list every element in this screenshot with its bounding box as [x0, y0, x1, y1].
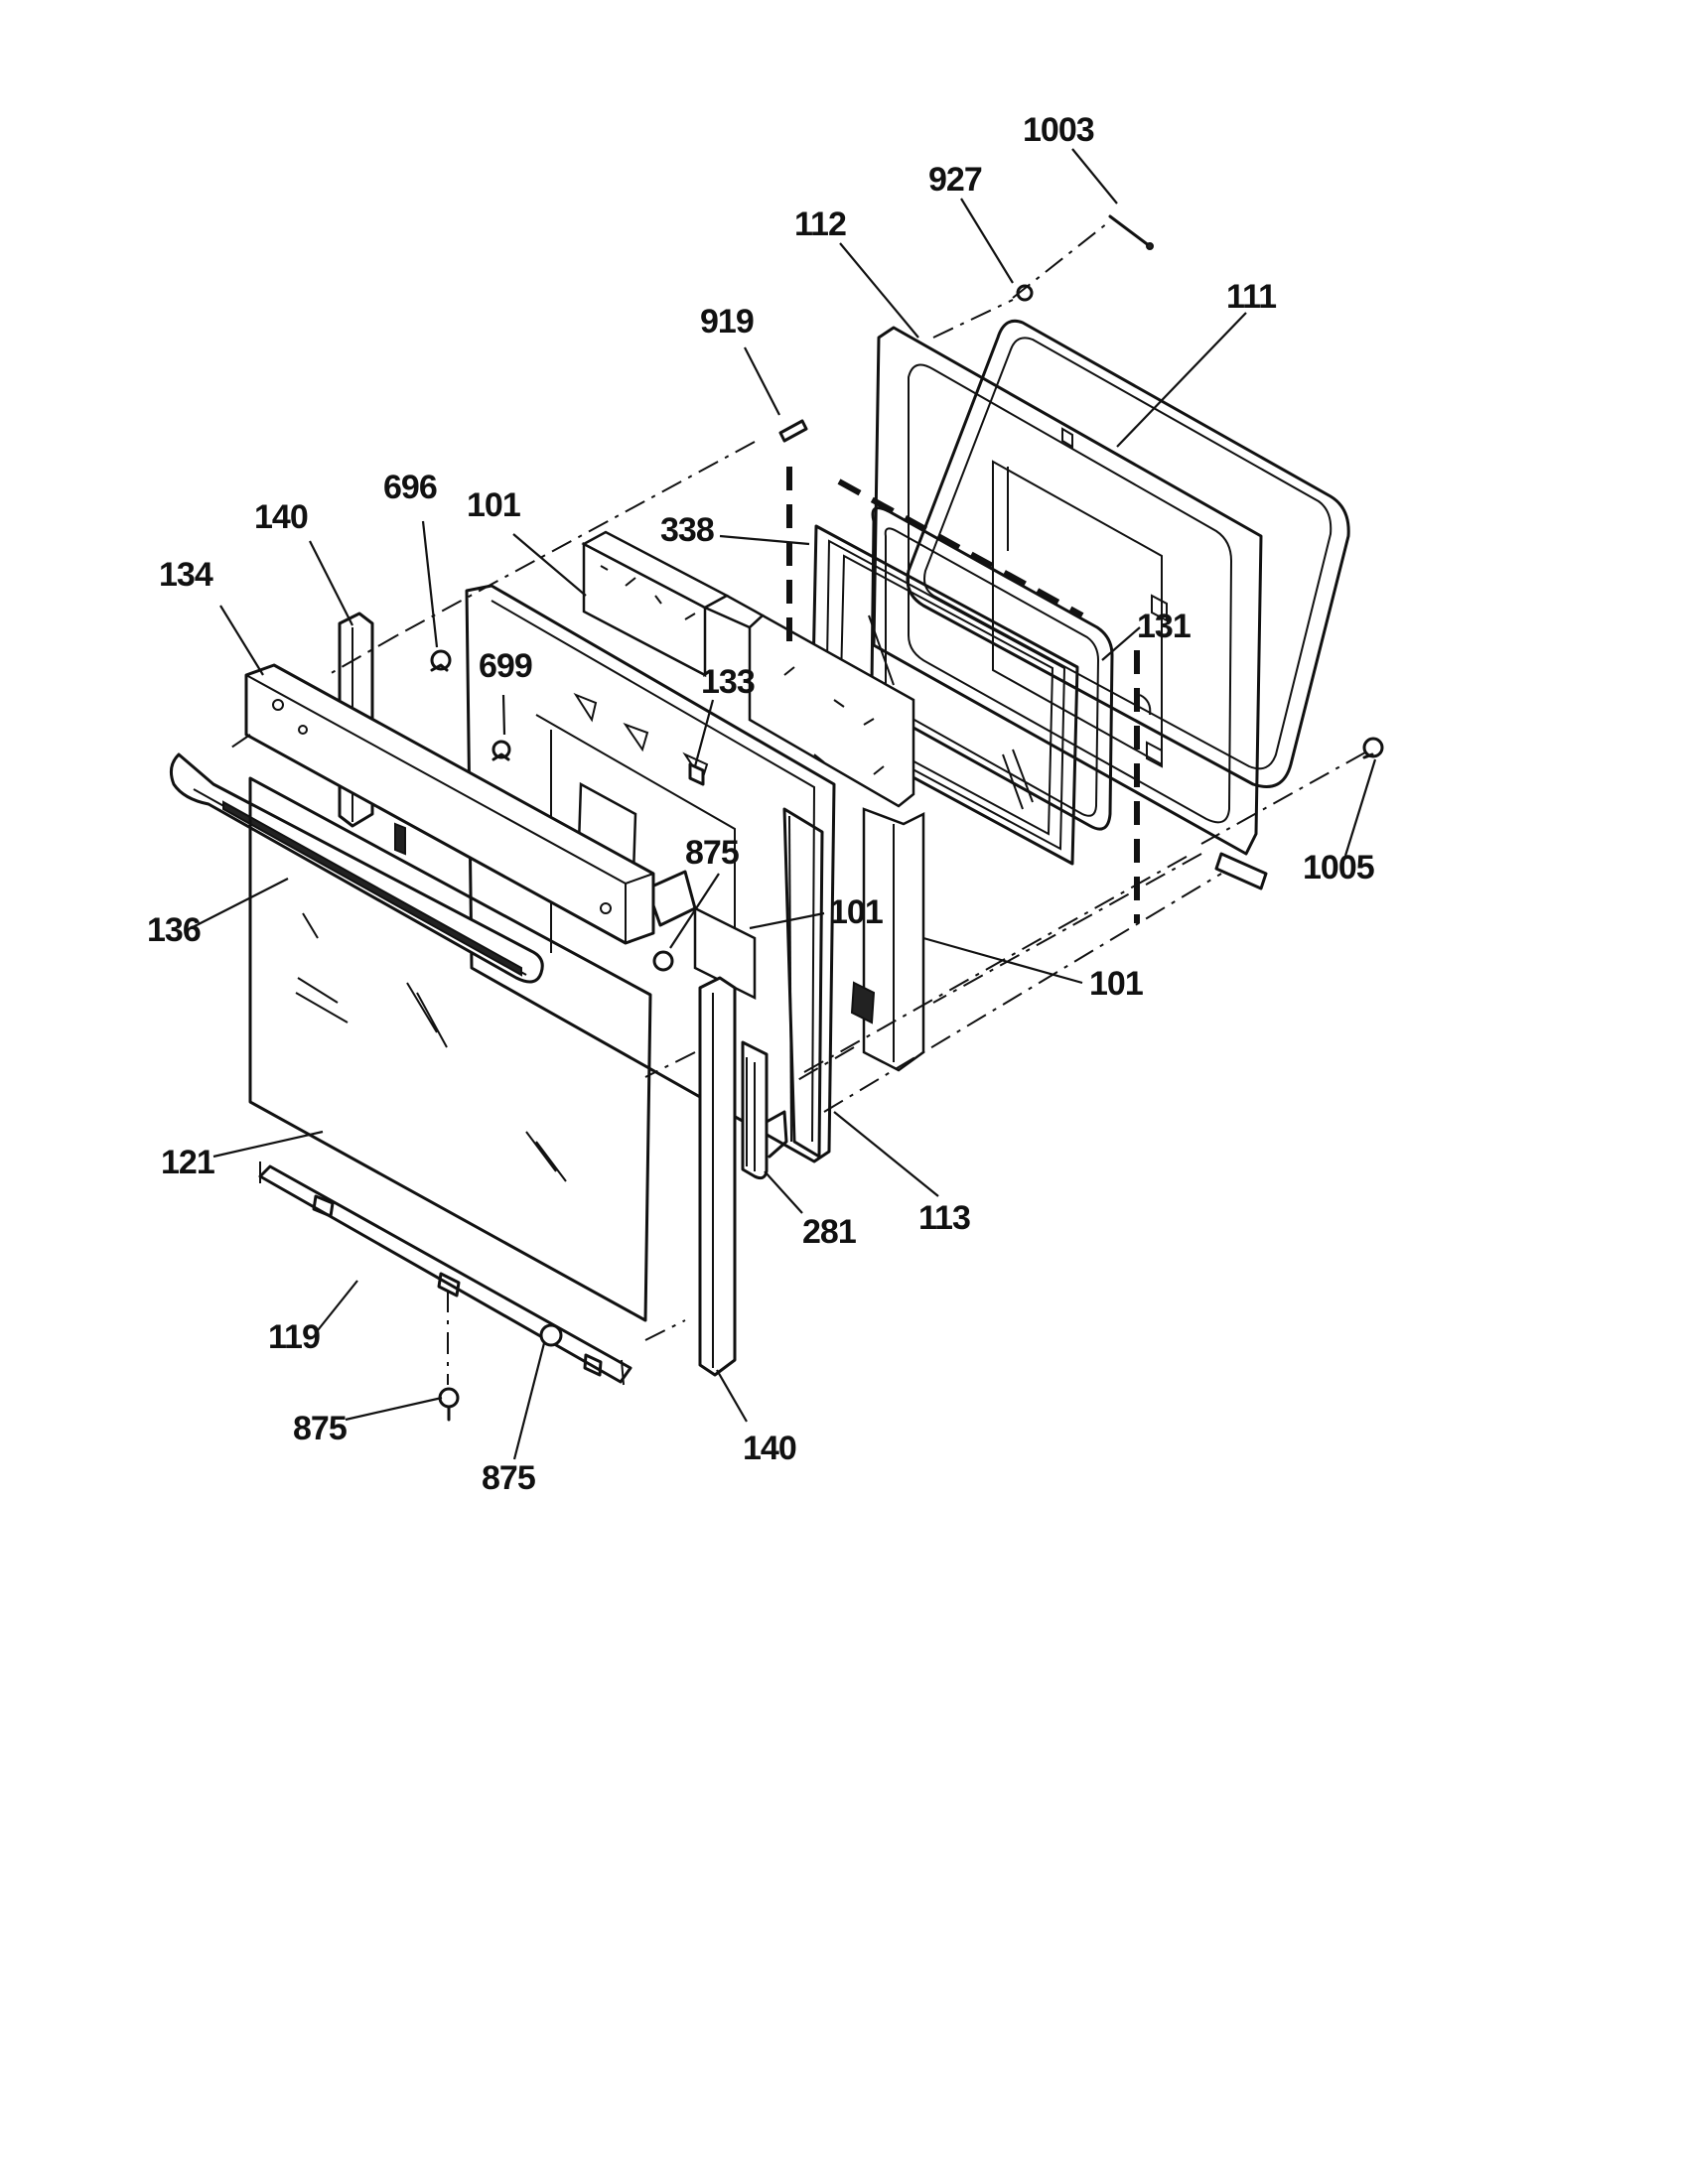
callout-338: 338	[660, 511, 714, 549]
callout-labels: 1003 927 112 111 919 696 101 338 140 134…	[147, 111, 1375, 1497]
part-101-right-insulation	[850, 807, 925, 1072]
callout-699: 699	[479, 647, 532, 685]
callout-281: 281	[802, 1213, 856, 1251]
screw-875-bot-left-icon	[438, 1387, 460, 1422]
part-112-door-inner-frame	[872, 326, 1268, 890]
fasteners	[430, 214, 1384, 1422]
part-119-bottom-trim	[258, 1161, 632, 1386]
part-281-hinge	[741, 1040, 788, 1180]
screw-875-bot-icon	[539, 1323, 563, 1347]
pin-919-icon	[778, 419, 808, 443]
part-136-door-handle	[169, 752, 544, 984]
part-101-top-insulation	[581, 530, 915, 808]
callout-101-top: 101	[467, 486, 520, 524]
callout-101-mid: 101	[829, 893, 883, 931]
callout-140-top: 140	[254, 498, 308, 536]
callout-136: 136	[147, 911, 201, 949]
callout-875-bot-left: 875	[293, 1410, 347, 1447]
screw-696-icon	[430, 649, 452, 672]
part-101-mid-insulation	[645, 870, 757, 1001]
callout-1005: 1005	[1303, 849, 1374, 887]
callout-140-bot: 140	[743, 1430, 796, 1467]
screw-1003-icon	[1108, 214, 1154, 250]
callout-133: 133	[701, 663, 755, 701]
callout-119: 119	[268, 1318, 320, 1356]
callout-134: 134	[159, 556, 213, 594]
callout-696: 696	[383, 469, 437, 506]
callout-131: 131	[1137, 608, 1191, 645]
part-111-rear-door-frame	[906, 319, 1350, 788]
leader-lines	[190, 148, 1377, 1460]
callout-1003: 1003	[1023, 111, 1094, 149]
callout-875-mid: 875	[685, 834, 739, 872]
part-140-right-trim	[698, 976, 737, 1377]
part-134-vent-trim	[244, 663, 655, 945]
callout-111: 111	[1226, 278, 1276, 316]
callout-121: 121	[161, 1144, 214, 1181]
part-121-outer-door-glass	[248, 776, 652, 1322]
screw-699-icon	[491, 740, 511, 761]
alignment-lines	[227, 222, 1366, 1385]
callout-875-bot: 875	[482, 1459, 535, 1497]
clip-133-icon	[688, 762, 705, 786]
screw-875-mid-icon	[652, 950, 674, 972]
callout-101-right: 101	[1089, 965, 1143, 1003]
callout-112: 112	[794, 205, 846, 243]
callout-927: 927	[928, 161, 982, 199]
callout-113: 113	[918, 1199, 970, 1237]
callout-919: 919	[700, 303, 754, 341]
screw-1005-icon	[1362, 737, 1384, 759]
